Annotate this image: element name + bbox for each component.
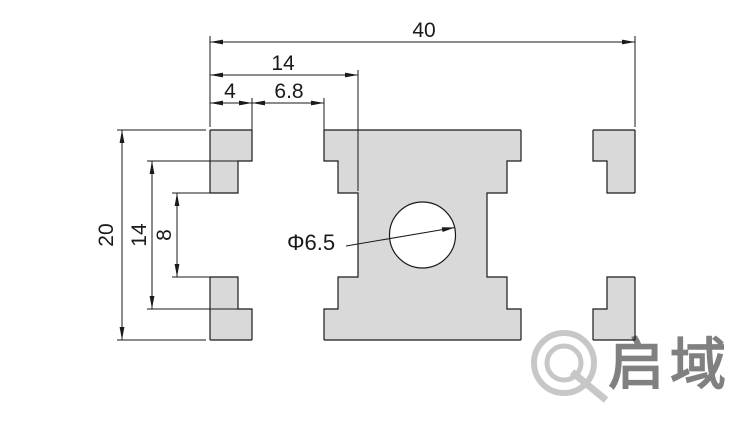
watermark: 启域: [531, 330, 732, 403]
dim-label-top-slot-span: 14: [271, 52, 295, 75]
dimension-overall-height: 20: [95, 129, 206, 341]
right-slot-outline: [486, 130, 635, 340]
watermark-text: 启域: [608, 333, 732, 396]
profile-cross-section: [209, 129, 636, 341]
dim-extension-lines: [172, 192, 215, 278]
dim-label-inner-cavity-height: 14: [128, 223, 151, 247]
dim-label-overall-width: 40: [412, 19, 435, 42]
dimension-overall-width: 40: [209, 19, 636, 127]
right-slot-cavity: [487, 130, 635, 340]
center-hole: [388, 201, 457, 269]
dim-extension-lines: [147, 160, 250, 310]
hole-diameter-leader: [345, 227, 456, 247]
dim-extension-lines: [251, 98, 325, 160]
dim-label-side-opening-height: 8: [153, 229, 176, 241]
dimension-center-hole: Φ6.5: [287, 227, 456, 255]
dim-label-opening-width: 6.8: [274, 80, 303, 103]
dim-extension-lines: [117, 129, 206, 341]
dim-label-overall-height: 20: [95, 223, 118, 246]
dim-label-edge-to-opening: 4: [224, 80, 236, 103]
dim-label-center-hole: Φ6.5: [287, 230, 335, 255]
watermark-logo-outer-ring: [531, 330, 597, 396]
watermark-logo-tail: [569, 369, 609, 403]
watermark-logo-inner-ring: [544, 343, 584, 383]
dimension-slot-opening: 4 6.8: [210, 80, 325, 160]
dimension-side-opening-height: 8: [153, 192, 215, 278]
left-slot-cavity: [210, 130, 358, 340]
dim-extension-lines: [209, 36, 636, 127]
dimension-top-slot-span: 14: [210, 52, 359, 191]
dimension-inner-cavity-height: 14: [128, 160, 250, 310]
